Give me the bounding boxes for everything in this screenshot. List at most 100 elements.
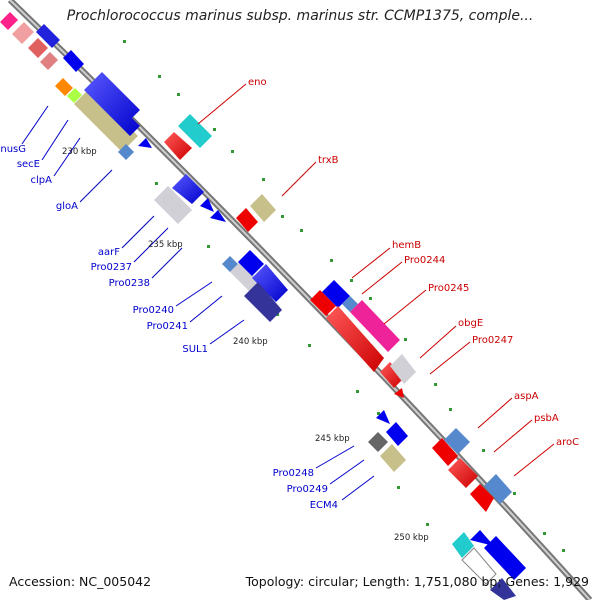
gene-feature[interactable] — [36, 24, 60, 48]
gene-feature[interactable] — [67, 88, 82, 103]
right-leader-lines — [197, 83, 555, 477]
gc-mark — [213, 128, 216, 131]
gene-feature[interactable] — [178, 114, 212, 148]
gene-label-Pro0238[interactable]: Pro0238 — [109, 278, 150, 289]
gene-feature[interactable] — [0, 12, 18, 30]
gene-label-secE[interactable]: secE — [17, 159, 40, 170]
gene-feature[interactable] — [390, 354, 416, 384]
gene-label-Pro0237[interactable]: Pro0237 — [91, 262, 132, 273]
gene-label-Pro0245[interactable]: Pro0245 — [428, 283, 469, 294]
gc-mark — [231, 150, 234, 153]
gc-mark — [350, 279, 353, 282]
gc-mark — [158, 75, 161, 78]
gene-feature[interactable] — [252, 264, 288, 302]
gene-feature[interactable] — [12, 22, 34, 44]
tick-label: 235 kbp — [148, 240, 183, 250]
map-title: Prochlorococcus marinus subsp. marinus s… — [66, 8, 534, 24]
gene-feature[interactable] — [376, 410, 390, 424]
gene-feature[interactable] — [470, 530, 494, 546]
gc-mark — [482, 449, 485, 452]
gc-mark — [300, 229, 303, 232]
gene-feature[interactable] — [322, 280, 350, 308]
gene-feature[interactable] — [310, 290, 336, 316]
gene-label-Pro0247[interactable]: Pro0247 — [472, 335, 513, 346]
gc-mark — [404, 338, 407, 341]
gene-feature[interactable] — [484, 536, 526, 580]
gene-label-aroC[interactable]: aroC — [556, 437, 579, 448]
gene-feature[interactable] — [386, 422, 408, 446]
gene-label-nusG[interactable]: nusG — [0, 144, 26, 155]
gene-feature[interactable] — [74, 88, 138, 152]
gene-label-trxB[interactable]: trxB — [318, 155, 339, 166]
gc-mark — [262, 178, 265, 181]
gene-feature[interactable] — [490, 578, 516, 600]
gene-label-psbA[interactable]: psbA — [534, 413, 559, 424]
gc-mark — [434, 383, 437, 386]
gene-label-aarF[interactable]: aarF — [98, 247, 120, 258]
gene-feature[interactable] — [444, 428, 470, 454]
gene-feature[interactable] — [84, 72, 140, 136]
gene-feature[interactable] — [448, 458, 478, 488]
gene-label-Pro0240[interactable]: Pro0240 — [133, 305, 174, 316]
gene-label-Pro0249[interactable]: Pro0249 — [287, 484, 328, 495]
gc-mark — [281, 215, 284, 218]
gc-mark — [397, 486, 400, 489]
gene-feature[interactable] — [200, 198, 214, 212]
gene-label-Pro0241[interactable]: Pro0241 — [147, 321, 188, 332]
gene-label-ECM4[interactable]: ECM4 — [310, 500, 338, 511]
gene-feature[interactable] — [470, 484, 494, 512]
gc-mark — [123, 40, 126, 43]
gene-feature[interactable] — [244, 282, 282, 322]
gene-feature[interactable] — [432, 438, 458, 466]
gene-feature[interactable] — [210, 210, 226, 222]
gene-feature[interactable] — [380, 444, 406, 472]
scale-ticks: 230 kbp 235 kbp 240 kbp 245 kbp 250 kbp — [62, 147, 429, 543]
gene-label-SUL1[interactable]: SUL1 — [182, 344, 208, 355]
tick-label: 230 kbp — [62, 147, 97, 157]
gene-feature[interactable] — [350, 300, 400, 352]
gene-feature[interactable] — [452, 532, 474, 558]
gene-label-Pro0248[interactable]: Pro0248 — [273, 468, 314, 479]
gene-feature[interactable] — [236, 208, 258, 232]
left-leader-lines — [21, 105, 375, 501]
gc-mark — [308, 344, 311, 347]
gene-label-clpA[interactable]: clpA — [31, 175, 53, 186]
accession-text: Accession: NC_005042 — [9, 574, 152, 589]
gc-mark — [543, 532, 546, 535]
gene-label-hemB[interactable]: hemB — [392, 240, 421, 251]
gc-mark — [369, 297, 372, 300]
gene-feature[interactable] — [118, 144, 134, 160]
gene-feature[interactable] — [138, 138, 152, 148]
gc-skew-track — [73, 40, 565, 552]
gene-feature[interactable] — [40, 52, 58, 70]
gc-mark — [377, 412, 380, 415]
genome-summary-text: Topology: circular; Length: 1,751,080 bp… — [245, 574, 589, 589]
gc-mark — [449, 408, 452, 411]
gc-mark — [426, 523, 429, 526]
gene-feature[interactable] — [238, 250, 264, 276]
gene-label-aspA[interactable]: aspA — [514, 391, 539, 402]
gene-feature[interactable] — [250, 194, 276, 222]
gene-label-gloA[interactable]: gloA — [56, 201, 78, 212]
gene-feature[interactable] — [55, 78, 73, 96]
gene-feature[interactable] — [63, 50, 84, 72]
tick-label: 245 kbp — [315, 434, 350, 444]
gene-feature[interactable] — [461, 547, 497, 585]
gene-feature[interactable] — [326, 306, 384, 372]
gene-label-eno[interactable]: eno — [248, 77, 267, 88]
gene-feature[interactable] — [28, 38, 48, 58]
gene-label-Pro0244[interactable]: Pro0244 — [404, 255, 445, 266]
gc-mark — [155, 182, 158, 185]
gene-feature[interactable] — [164, 132, 192, 160]
gc-mark — [562, 549, 565, 552]
gc-mark — [356, 390, 359, 393]
gene-feature[interactable] — [172, 174, 204, 204]
gene-feature[interactable] — [380, 362, 404, 388]
gene-feature[interactable] — [154, 186, 192, 224]
forward-strand-genes — [0, 12, 526, 600]
gene-feature[interactable] — [484, 474, 512, 504]
gene-feature[interactable] — [368, 432, 388, 452]
gene-label-obgE[interactable]: obgE — [458, 318, 483, 329]
gene-feature[interactable] — [394, 388, 404, 398]
